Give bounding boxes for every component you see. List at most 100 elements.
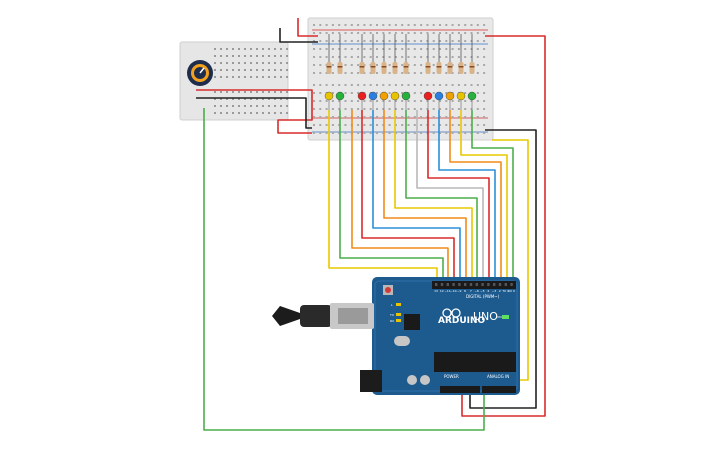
- breadboard-hole: [232, 105, 234, 107]
- led[interactable]: [445, 91, 455, 101]
- breadboard-hole: [464, 64, 467, 66]
- breadboard-hole: [382, 48, 385, 50]
- wire[interactable]: [461, 35, 546, 417]
- breadboard-hole: [363, 48, 366, 50]
- breadboard-hole: [226, 48, 228, 50]
- breadboard-hole: [407, 124, 410, 126]
- digital-pin[interactable]: [504, 283, 507, 286]
- digital-pin[interactable]: [498, 283, 502, 286]
- breadboard-hole: [457, 56, 460, 58]
- breadboard-hole: [476, 132, 479, 134]
- pin-label: ~5: [480, 289, 485, 293]
- breadboard-hole: [313, 40, 315, 42]
- wire[interactable]: [427, 110, 490, 283]
- wire[interactable]: [339, 110, 444, 283]
- breadboard-hole: [382, 100, 385, 102]
- digital-pin[interactable]: [493, 283, 496, 286]
- led[interactable]: [467, 91, 477, 101]
- breadboard-hole: [445, 24, 448, 26]
- potentiometer[interactable]: [187, 60, 213, 86]
- led[interactable]: [324, 91, 334, 101]
- led[interactable]: [335, 91, 345, 101]
- digital-pin[interactable]: [464, 283, 467, 286]
- breadboard-hole: [344, 92, 347, 94]
- wire[interactable]: [282, 97, 312, 129]
- breadboard-hole: [331, 24, 334, 26]
- breadboard-hole: [280, 62, 282, 64]
- breadboard-hole: [238, 69, 240, 71]
- wire[interactable]: [277, 89, 313, 134]
- wire[interactable]: [394, 110, 473, 283]
- wire[interactable]: [383, 110, 467, 283]
- breadboard-hole: [363, 56, 366, 58]
- wire[interactable]: [351, 110, 449, 283]
- breadboard-hole: [451, 40, 454, 42]
- led[interactable]: [357, 91, 367, 101]
- led[interactable]: [456, 91, 466, 101]
- led[interactable]: [401, 91, 411, 101]
- led[interactable]: [390, 91, 400, 101]
- digital-pin[interactable]: [487, 283, 490, 286]
- breadboard-hole: [313, 72, 315, 74]
- breadboard-hole: [325, 108, 328, 110]
- breadboard-hole: [363, 132, 366, 134]
- wire[interactable]: [449, 110, 502, 283]
- wire[interactable]: [372, 110, 461, 283]
- wire[interactable]: [361, 110, 455, 283]
- wire[interactable]: [297, 18, 318, 37]
- breadboard-hole: [280, 55, 282, 57]
- breadboard-hole: [344, 100, 347, 102]
- digital-pin[interactable]: [481, 283, 484, 286]
- led[interactable]: [423, 91, 433, 101]
- breadboard-hole: [457, 32, 460, 34]
- breadboard-hole: [457, 84, 460, 86]
- wire[interactable]: [469, 129, 537, 409]
- breadboard-hole: [357, 100, 360, 102]
- breadboard-hole: [325, 132, 328, 134]
- breadboard-hole: [331, 116, 334, 118]
- wire[interactable]: [203, 108, 485, 431]
- breadboard-hole: [413, 92, 416, 94]
- breadboard-hole: [420, 132, 423, 134]
- reset-button[interactable]: [385, 287, 391, 293]
- wire[interactable]: [416, 110, 484, 283]
- breadboard-hole: [357, 24, 360, 26]
- digital-pin[interactable]: [475, 283, 478, 286]
- breadboard-hole: [344, 116, 347, 118]
- breadboard-hole: [394, 32, 397, 34]
- breadboard-hole: [357, 92, 360, 94]
- digital-pin[interactable]: [440, 283, 444, 286]
- breadboard-hole: [357, 124, 360, 126]
- led[interactable]: [379, 91, 389, 101]
- breadboard-hole: [338, 48, 341, 50]
- digital-pin[interactable]: [446, 283, 449, 286]
- wire[interactable]: [328, 110, 438, 283]
- breadboard-hole: [413, 40, 416, 42]
- led[interactable]: [434, 91, 444, 101]
- led[interactable]: [368, 91, 378, 101]
- breadboard-hole: [401, 100, 404, 102]
- breadboard-hole: [363, 108, 366, 110]
- resistor-band: [392, 66, 398, 68]
- breadboard-hole: [325, 100, 328, 102]
- digital-pin[interactable]: [458, 283, 461, 286]
- wire[interactable]: [460, 110, 508, 283]
- breadboard-hole: [344, 108, 347, 110]
- pin-label: 7: [470, 289, 472, 293]
- breadboard-hole: [426, 32, 429, 34]
- wire[interactable]: [471, 110, 514, 283]
- digital-pin[interactable]: [435, 283, 438, 286]
- breadboard-hole: [262, 98, 264, 100]
- digital-pin[interactable]: [452, 283, 455, 286]
- digital-pin[interactable]: [469, 283, 473, 286]
- breadboard-hole: [369, 84, 372, 86]
- wire[interactable]: [405, 110, 478, 283]
- digital-pin[interactable]: [510, 283, 513, 286]
- pin-label: ~10: [450, 289, 456, 293]
- wire[interactable]: [438, 110, 496, 283]
- wire[interactable]: [279, 28, 318, 43]
- breadboard-hole: [382, 24, 385, 26]
- breadboard-hole: [376, 84, 378, 86]
- breadboard-hole: [394, 40, 397, 42]
